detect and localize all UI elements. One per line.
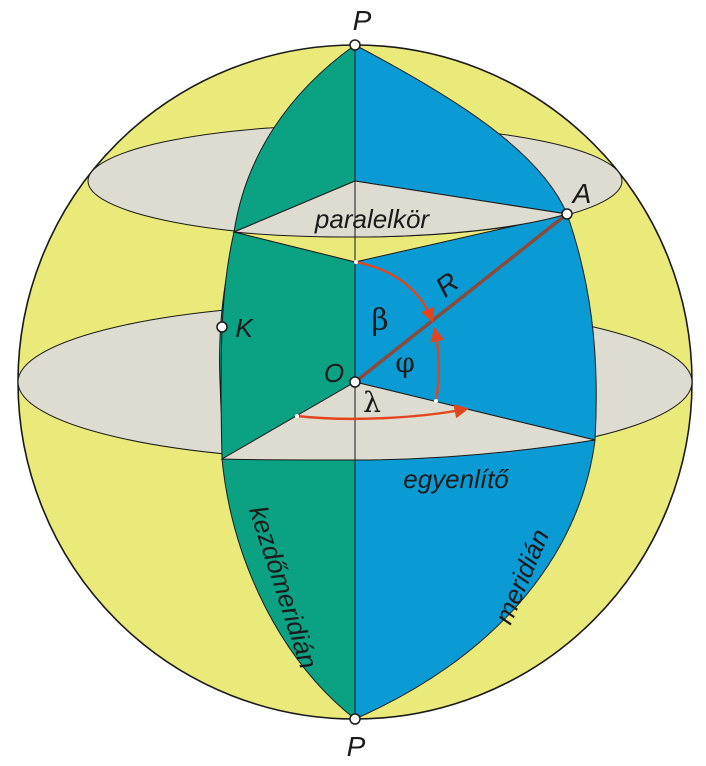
meridian-middle: [354, 213, 597, 441]
beta-arc: [355, 260, 435, 323]
point-o-label: O: [324, 358, 344, 388]
point-a: [561, 208, 573, 220]
phi-arc: [430, 327, 445, 401]
phi-label: φ: [395, 346, 415, 379]
pole-top-point: [349, 39, 361, 51]
pole-top-label: P: [353, 5, 372, 36]
lambda-label: λ: [363, 386, 381, 419]
beta-label: β: [371, 303, 388, 338]
beta-start-dot: [354, 260, 358, 264]
point-k-label: K: [235, 313, 254, 343]
pole-bottom-label: P: [347, 731, 366, 762]
lambda-arc: [296, 404, 469, 421]
prime-meridian-lower: [221, 458, 356, 721]
point-k: [216, 321, 228, 333]
point-a-label: A: [571, 178, 592, 209]
lambda-start-dot: [295, 414, 299, 418]
parallel-circle-label: paralelkör: [314, 204, 431, 234]
meridian-lower: [354, 439, 596, 720]
pole-bottom-point: [349, 713, 361, 725]
point-o: [349, 376, 361, 388]
prime-meridian-upper: [233, 44, 356, 233]
parallel-plane-front: [233, 180, 568, 238]
radius-line: [353, 212, 569, 384]
meridian-upper: [354, 44, 568, 215]
phi-start-dot: [434, 399, 438, 403]
equator-plane-front: [220, 381, 596, 461]
equator-label: egyenlítő: [403, 464, 509, 494]
